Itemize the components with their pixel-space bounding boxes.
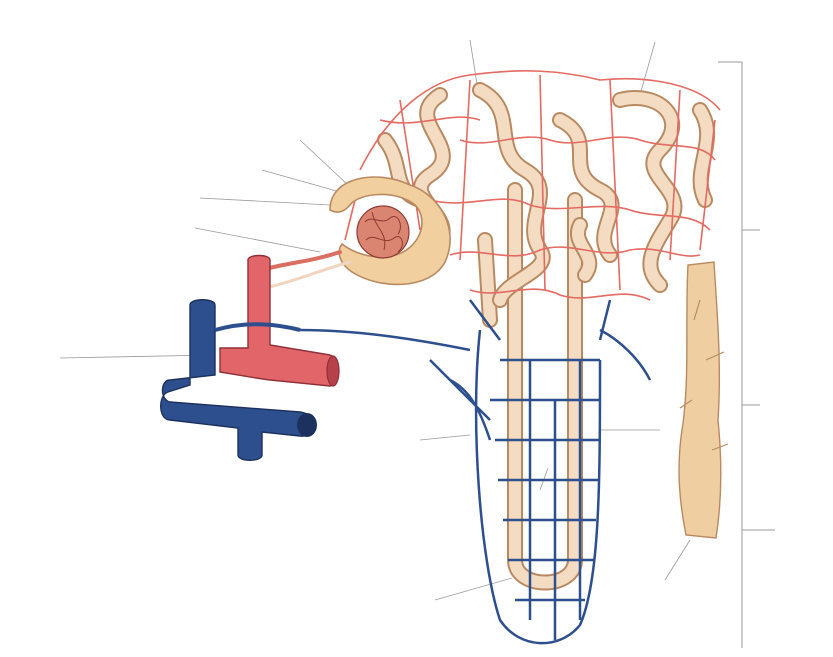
glomerulus: [357, 206, 409, 258]
vasa-recta: [300, 300, 650, 643]
afferent-arteriole: [258, 252, 350, 290]
region-bracket: [718, 62, 775, 648]
leader-lines: [60, 40, 690, 600]
renal-artery: [220, 256, 339, 387]
collecting-duct: [679, 262, 728, 538]
